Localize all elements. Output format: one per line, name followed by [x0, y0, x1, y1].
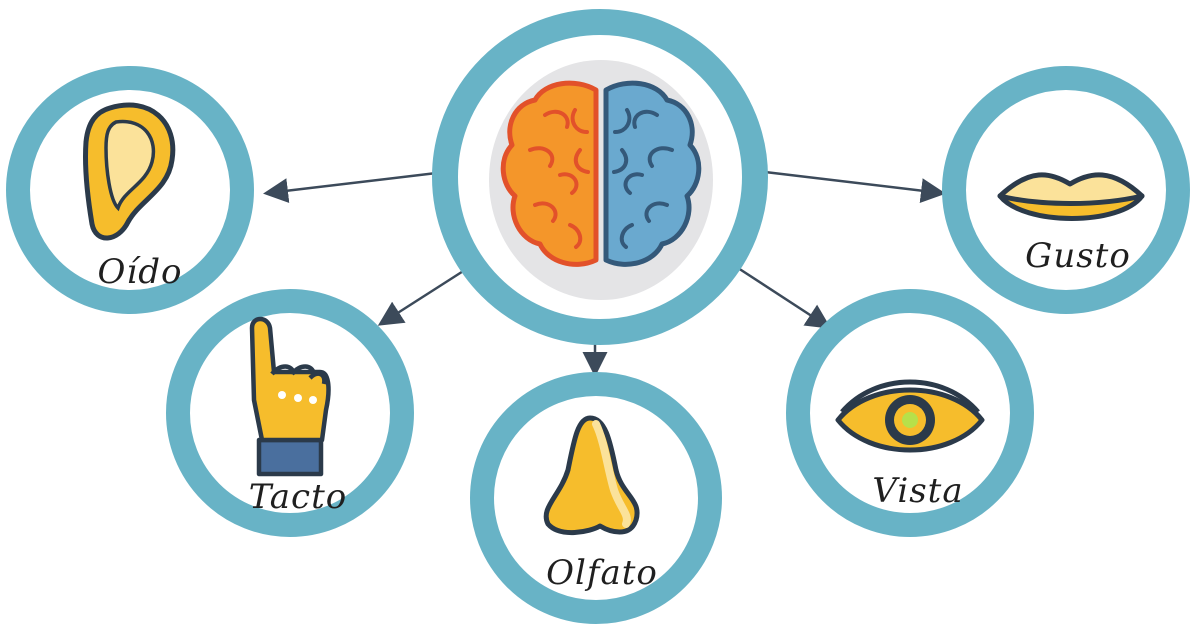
- node-vista: Vista: [786, 289, 1034, 537]
- node-tacto: Tacto: [166, 289, 414, 537]
- label-olfato: Olfato: [546, 553, 658, 593]
- label-oido: Oído: [98, 252, 183, 292]
- arrow-to-gusto: [764, 170, 946, 204]
- hand-icon: [249, 316, 331, 477]
- arrows: [263, 170, 946, 377]
- node-gusto: Gusto: [942, 66, 1190, 314]
- arrow-to-tacto: [377, 266, 469, 326]
- lips-icon: [997, 172, 1145, 221]
- ear-icon: [82, 102, 176, 241]
- node-oido: Oído: [6, 66, 254, 314]
- label-vista: Vista: [872, 471, 963, 511]
- label-tacto: Tacto: [249, 477, 347, 517]
- arrow-to-vista: [737, 266, 832, 329]
- nose-icon: [543, 415, 640, 535]
- brain-icon: [489, 60, 713, 300]
- arrow-to-oido: [263, 170, 446, 204]
- node-olfato: Olfato: [470, 372, 722, 624]
- center-node: [432, 9, 768, 345]
- eye-icon: [835, 379, 985, 453]
- label-gusto: Gusto: [1025, 236, 1131, 276]
